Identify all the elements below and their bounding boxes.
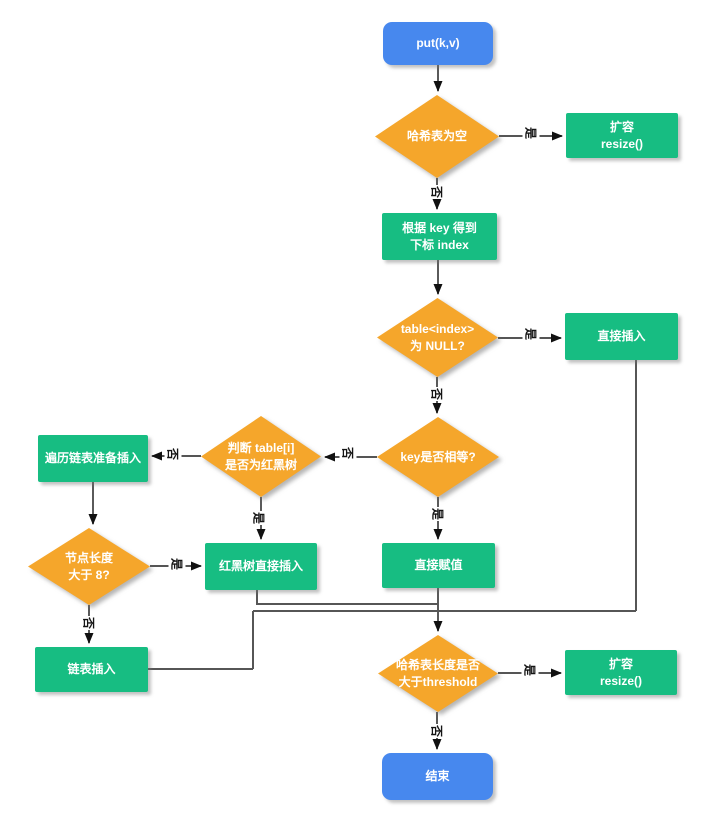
process-direct-insert: 直接插入 <box>565 313 678 360</box>
process-list-insert: 链表插入 <box>35 647 148 692</box>
process-label: 链表插入 <box>67 662 116 677</box>
decision-table-index-null: table<index> 为 NULL? <box>377 298 498 377</box>
end-label: 结束 <box>425 769 450 784</box>
start-node: put(k,v) <box>383 22 493 65</box>
process-label-line2: 下标 index <box>410 237 469 252</box>
edge-label-yes-rbtree: 是 <box>250 510 268 526</box>
edge-label-yes-key-equal: 是 <box>429 506 447 522</box>
decision-is-rbtree: 判断 table[i] 是否为红黑树 <box>201 416 321 497</box>
decision-threshold: 哈希表长度是否 大于threshold <box>378 635 498 712</box>
decision-hashtable-empty: 哈希表为空 <box>375 95 499 178</box>
decision-key-equal: key是否相等? <box>377 417 499 497</box>
end-node: 结束 <box>382 753 493 800</box>
edge-label-no-null: 否 <box>428 386 446 402</box>
edge-label-no-node-len: 否 <box>80 615 98 631</box>
edge-label-yes-null: 是 <box>522 326 540 342</box>
edge-label-yes-empty: 是 <box>522 125 540 141</box>
process-label-line1: 扩容 <box>609 119 634 134</box>
start-label: put(k,v) <box>416 36 460 51</box>
decision-label: key是否相等? <box>400 449 476 464</box>
decision-label-line1: 节点长度 <box>64 550 113 565</box>
decision-label-line2: 是否为红黑树 <box>224 457 297 472</box>
edge-label-yes-node-len: 是 <box>168 556 186 572</box>
process-resize-bottom: 扩容 resize() <box>565 650 677 695</box>
process-label-line2: resize() <box>599 673 643 688</box>
decision-label-line2: 大于threshold <box>398 674 478 689</box>
decision-label-line1: table<index> <box>400 321 475 336</box>
edge-label-no-rbtree: 否 <box>164 446 182 462</box>
process-resize-top: 扩容 resize() <box>566 113 678 158</box>
decision-label-line1: 判断 table[i] <box>227 440 295 455</box>
process-label-line1: 扩容 <box>608 656 633 671</box>
process-traverse-list: 遍历链表准备插入 <box>38 435 148 482</box>
process-direct-assign: 直接赋值 <box>382 543 495 588</box>
process-get-index: 根据 key 得到 下标 index <box>382 213 497 260</box>
decision-label-line2: 大于 8? <box>68 567 110 582</box>
process-label: 直接赋值 <box>414 558 463 573</box>
edge-label-yes-threshold: 是 <box>521 662 539 678</box>
edge-label-no-empty: 否 <box>428 184 446 200</box>
process-label: 直接插入 <box>597 329 646 344</box>
process-rbtree-insert: 红黑树直接插入 <box>205 543 317 590</box>
process-label: 红黑树直接插入 <box>218 559 303 574</box>
process-label-line1: 根据 key 得到 <box>402 220 477 235</box>
decision-node-length: 节点长度 大于 8? <box>28 528 150 605</box>
decision-label-line1: 哈希表长度是否 <box>395 657 480 672</box>
edge-label-no-threshold: 否 <box>428 723 446 739</box>
process-label: 遍历链表准备插入 <box>44 451 141 466</box>
edge-label-no-key-equal: 否 <box>339 445 357 461</box>
process-label-line2: resize() <box>600 136 644 151</box>
decision-label: 哈希表为空 <box>406 129 467 144</box>
decision-label-line2: 为 NULL? <box>410 338 465 353</box>
